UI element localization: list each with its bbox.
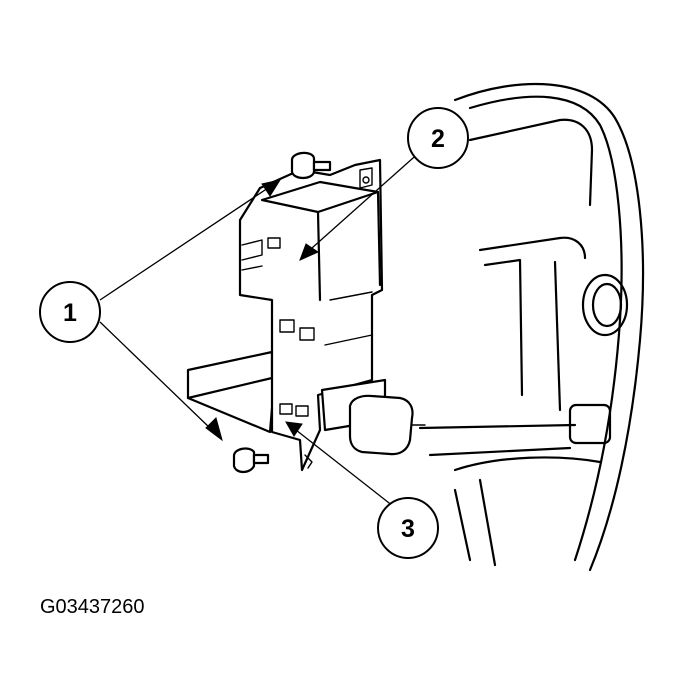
callout-2: 2 <box>407 107 469 169</box>
instrument-panel <box>418 82 645 572</box>
callout-2-label: 2 <box>431 125 445 153</box>
callout-1: 1 <box>39 281 101 343</box>
module-bracket <box>186 158 426 472</box>
figure-id-label: G03437260 <box>40 596 145 618</box>
callout-1-label: 1 <box>63 299 77 327</box>
callout-3-label: 3 <box>401 515 415 543</box>
upper-screw-icon <box>290 151 332 180</box>
callout-3: 3 <box>377 497 439 559</box>
lower-screw-icon <box>232 447 270 474</box>
leader-lines <box>99 149 423 511</box>
